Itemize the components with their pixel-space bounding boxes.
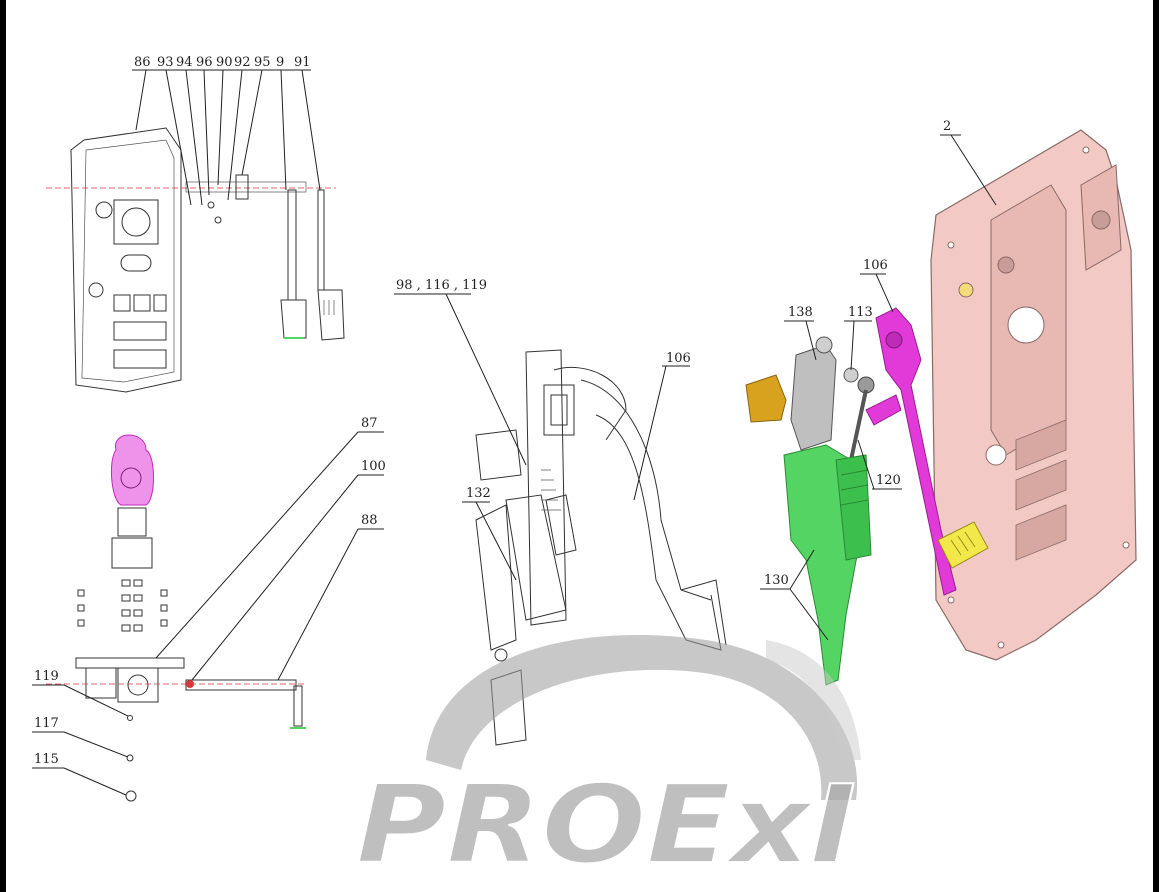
callout-91: 91 (294, 55, 311, 70)
lower-left-side-view (46, 434, 306, 802)
master-cylinder (783, 444, 859, 686)
callout-93: 93 (157, 55, 174, 70)
callout-117: 117 (34, 716, 59, 731)
center-callouts: 98 , 116 , 119 106 132 (394, 278, 691, 581)
callout-88: 88 (361, 513, 378, 528)
callout-2: 2 (943, 119, 951, 134)
callout-95: 95 (254, 55, 271, 70)
callout-94: 94 (176, 55, 193, 70)
right-callouts: 2 106 138 113 120 130 (760, 119, 997, 641)
fastener-stack (77, 579, 168, 632)
callout-132: 132 (466, 486, 491, 501)
callout-90: 90 (216, 55, 233, 70)
top-left-plan-view (46, 127, 345, 393)
clutch-pedal-arm (875, 307, 957, 596)
exploded-parts-diagram: 86 93 94 96 90 92 95 9 91 (32, 55, 1137, 889)
callout-113: 113 (848, 305, 873, 320)
callout-92: 92 (234, 55, 251, 70)
callout-106-center: 106 (666, 351, 691, 366)
callout-98-116-119: 98 , 116 , 119 (396, 278, 487, 293)
callout-100: 100 (361, 459, 386, 474)
watermark-text: PROExI (356, 763, 856, 888)
center-pedal-assembly (475, 349, 727, 746)
hydraulic-fitting (745, 374, 787, 423)
callout-86: 86 (134, 55, 151, 70)
callout-115: 115 (34, 752, 59, 767)
callout-9: 9 (276, 55, 284, 70)
switch-body (790, 344, 837, 451)
callout-87: 87 (361, 416, 378, 431)
proexi-watermark: PROExI (355, 635, 861, 889)
callout-120: 120 (876, 473, 901, 488)
callout-119: 119 (34, 669, 59, 684)
lower-left-callouts: 87 100 88 119 117 115 (32, 416, 386, 796)
pedal-pad (937, 521, 989, 569)
right-colored-assembly (745, 129, 1137, 686)
callout-96: 96 (196, 55, 213, 70)
callout-106-right: 106 (863, 258, 888, 273)
top-left-callouts: 86 93 94 96 90 92 95 9 91 (132, 55, 321, 206)
callout-138: 138 (788, 305, 813, 320)
callout-130: 130 (764, 573, 789, 588)
